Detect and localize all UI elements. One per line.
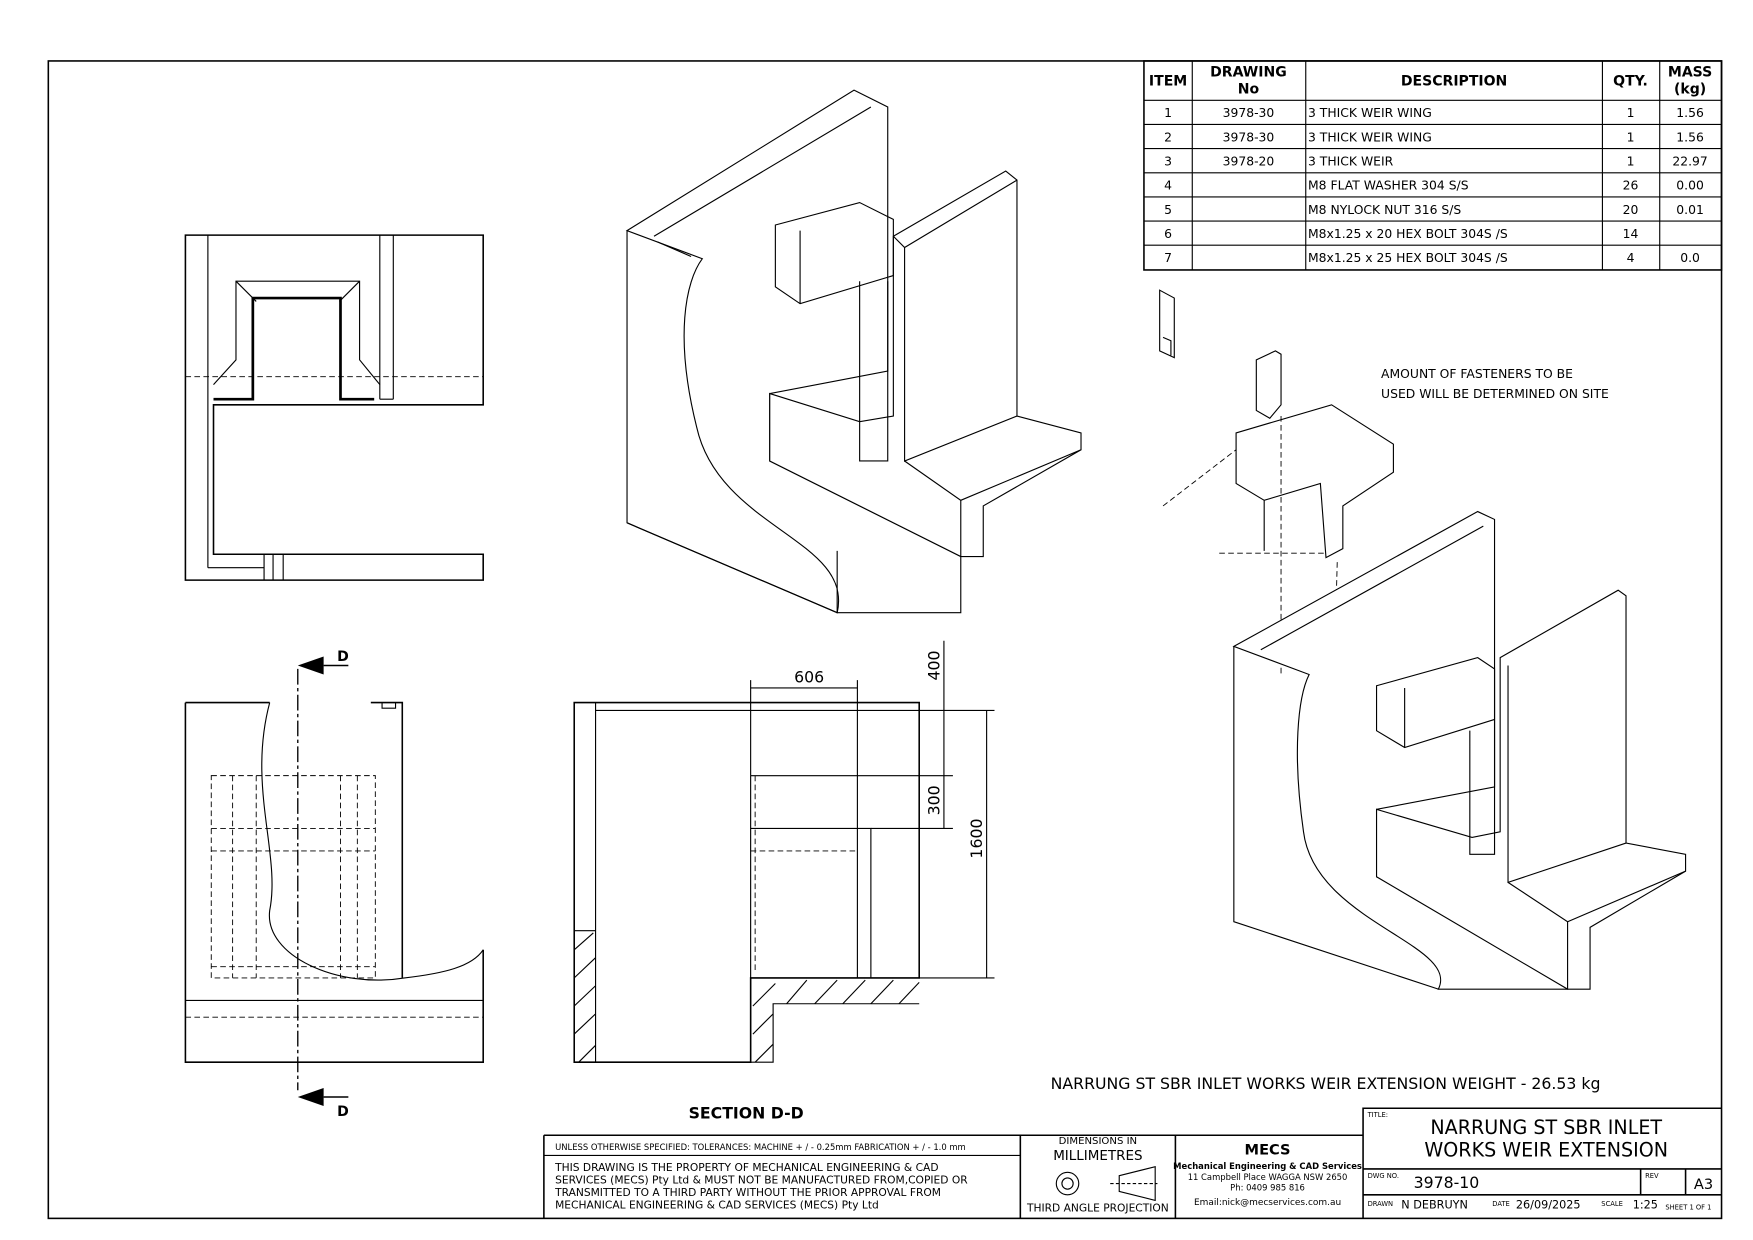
- bom-row: 3 3978-20 3 THICK WEIR 1 22.97: [1164, 154, 1708, 168]
- units-label: MILLIMETRES: [1053, 1148, 1142, 1164]
- dimension-height: 1600: [967, 819, 986, 859]
- bom-cell-qty: 20: [1623, 203, 1639, 217]
- bom-row: 4 M8 FLAT WASHER 304 S/S 26 0.00: [1164, 179, 1704, 193]
- bom-header-qty: QTY.: [1613, 74, 1648, 90]
- bom-cell-qty: 1: [1627, 106, 1635, 120]
- bom-header-mass: MASS: [1668, 65, 1712, 81]
- bom-cell-item: 3: [1164, 154, 1172, 168]
- isometric-view-exploded: [1232, 510, 1687, 990]
- bom-cell-qty: 26: [1623, 179, 1639, 193]
- fasteners-note-line2: USED WILL BE DETERMINED ON SITE: [1381, 387, 1609, 401]
- sheet-size: A3: [1694, 1176, 1713, 1193]
- plan-view: [184, 234, 484, 581]
- bom-cell-mass: 0.01: [1676, 203, 1704, 217]
- bom-row: 5 M8 NYLOCK NUT 316 S/S 20 0.01: [1164, 203, 1704, 217]
- tolerances-note: UNLESS OTHERWISE SPECIFIED: TOLERANCES: …: [555, 1142, 966, 1152]
- bom-cell-item: 7: [1164, 251, 1172, 265]
- rev-label: REV: [1645, 1172, 1659, 1180]
- drawn-by: N DEBRUYN: [1401, 1198, 1468, 1211]
- bom-cell-item: 4: [1164, 179, 1172, 193]
- bom-cell-description: M8x1.25 x 25 HEX BOLT 304S /S: [1308, 251, 1508, 265]
- bom-cell-description: 3 THICK WEIR: [1308, 154, 1394, 168]
- bom-cell-description: M8 NYLOCK NUT 316 S/S: [1308, 203, 1461, 217]
- bom-cell-item: 5: [1164, 203, 1172, 217]
- title-line2: WORKS WEIR EXTENSION: [1424, 1139, 1668, 1162]
- third-angle-projection-icon: [1055, 1165, 1158, 1202]
- title-line1: NARRUNG ST SBR INLET: [1430, 1116, 1662, 1139]
- bom-cell-item: 6: [1164, 227, 1172, 241]
- exploded-parts: [1159, 289, 1394, 776]
- title-block: UNLESS OTHERWISE SPECIFIED: TOLERANCES: …: [543, 1107, 1722, 1219]
- section-marker-bottom: D: [337, 1104, 349, 1120]
- bom-row: 1 3978-30 3 THICK WEIR WING 1 1.56: [1164, 106, 1704, 120]
- property-line-3: TRANSMITTED TO A THIRD PARTY WITHOUT THE…: [554, 1186, 941, 1199]
- dimension-top: 400: [924, 651, 943, 681]
- section-label: SECTION D-D: [689, 1103, 804, 1122]
- bom-cell-description: 3 THICK WEIR WING: [1308, 130, 1432, 144]
- company-address: 11 Campbell Place WAGGA NSW 2650: [1188, 1172, 1348, 1182]
- scale: 1:25: [1633, 1198, 1658, 1211]
- bom-cell-qty: 4: [1627, 251, 1635, 265]
- company-email: Email:nick@mecservices.com.au: [1194, 1198, 1341, 1208]
- company-name: Mechanical Engineering & CAD Services: [1173, 1161, 1362, 1171]
- drawn-label: DRAWN: [1368, 1200, 1394, 1208]
- dims-in-label: DIMENSIONS IN: [1059, 1136, 1138, 1147]
- bom-cell-qty: 14: [1623, 227, 1639, 241]
- bom-cell-qty: 1: [1627, 154, 1635, 168]
- projection-label: THIRD ANGLE PROJECTION: [1026, 1202, 1169, 1215]
- dwg-no-label: DWG NO.: [1368, 1172, 1399, 1180]
- bom-cell-drawing: 3978-30: [1223, 106, 1275, 120]
- bom-cell-description: 3 THICK WEIR WING: [1308, 106, 1432, 120]
- bom-cell-mass: 1.56: [1676, 130, 1704, 144]
- fasteners-note-line1: AMOUNT OF FASTENERS TO BE: [1381, 367, 1573, 381]
- sheet-number: SHEET 1 OF 1: [1665, 1203, 1711, 1211]
- bom-cell-qty: 1: [1627, 130, 1635, 144]
- bom-cell-mass: 0.00: [1676, 179, 1704, 193]
- bom-header-drawing: DRAWING: [1210, 65, 1287, 81]
- bom-cell-item: 1: [1164, 106, 1172, 120]
- dwg-no: 3978-10: [1414, 1173, 1480, 1192]
- bom-header-drawing-no: No: [1238, 82, 1260, 98]
- drawing-border: [47, 60, 1723, 1220]
- property-line-4: MECHANICAL ENGINEERING & CAD SERVICES (M…: [555, 1198, 879, 1211]
- isometric-view-assembled: [625, 89, 1082, 614]
- section-marker-top: D: [337, 649, 349, 665]
- weight-note: NARRUNG ST SBR INLET WORKS WEIR EXTENSIO…: [1051, 1074, 1601, 1093]
- section-view: 606 400 300 1600 SECTION D-D: [573, 640, 995, 1122]
- scale-label: SCALE: [1601, 1200, 1623, 1208]
- bom-header-item: ITEM: [1149, 74, 1187, 90]
- bom-cell-drawing: 3978-20: [1223, 154, 1275, 168]
- bom-row: 7 M8x1.25 x 25 HEX BOLT 304S /S 4 0.0: [1164, 251, 1700, 265]
- bom-cell-description: M8 FLAT WASHER 304 S/S: [1308, 179, 1469, 193]
- dimension-width: 606: [794, 667, 824, 686]
- front-view: D D: [184, 649, 484, 1120]
- bom-cell-drawing: 3978-30: [1223, 130, 1275, 144]
- property-line-2: SERVICES (MECS) Pty Ltd & MUST NOT BE MA…: [555, 1174, 968, 1187]
- title-label: TITLE:: [1367, 1111, 1389, 1119]
- bom-row: 6 M8x1.25 x 20 HEX BOLT 304S /S 14: [1164, 227, 1638, 241]
- property-line-1: THIS DRAWING IS THE PROPERTY OF MECHANIC…: [554, 1161, 938, 1174]
- company-phone: Ph: 0409 985 816: [1230, 1182, 1305, 1192]
- bom-header-mass-unit: (kg): [1674, 82, 1706, 98]
- bom-cell-mass: 22.97: [1672, 154, 1707, 168]
- bom-cell-item: 2: [1164, 130, 1172, 144]
- bom-header-description: DESCRIPTION: [1401, 74, 1507, 90]
- company-logo: MECS: [1245, 1141, 1291, 1158]
- date: 26/09/2025: [1516, 1198, 1581, 1211]
- dimension-middle: 300: [924, 785, 943, 815]
- bom-cell-mass: 1.56: [1676, 106, 1704, 120]
- bom-table: ITEM DRAWING No DESCRIPTION QTY. MASS (k…: [1143, 60, 1723, 271]
- bom-cell-mass: 0.0: [1680, 251, 1700, 265]
- date-label: DATE: [1492, 1200, 1510, 1208]
- bom-row: 2 3978-30 3 THICK WEIR WING 1 1.56: [1164, 130, 1704, 144]
- bom-cell-description: M8x1.25 x 20 HEX BOLT 304S /S: [1308, 227, 1508, 241]
